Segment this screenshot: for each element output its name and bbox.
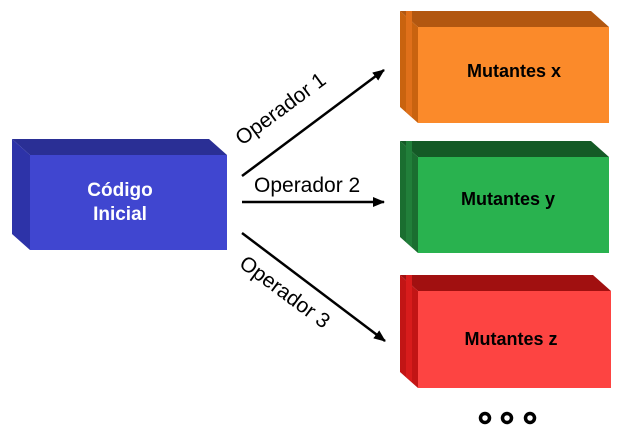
edge-arrow [241,68,385,178]
target-label-mutantes-z: Mutantes z [464,329,557,349]
source-label-line2: Inicial [93,204,147,225]
ellipsis-dot [500,411,514,425]
target-node-mutantes-z: Mutantes z [400,275,611,388]
target-node-face [418,291,611,388]
edge-label-operador-2: Operador 2 [254,174,360,197]
target-node-mutantes-y: Mutantes y [400,141,609,253]
target-node-mutantes-x: Mutantes x [400,11,609,123]
edge-operador-1: Operador 1 [231,68,385,178]
target-label-mutantes-x: Mutantes x [467,61,561,81]
source-node-face [30,155,227,250]
edge-arrow [241,232,386,342]
source-label-line1: Código [87,180,152,201]
edge-operador-2: Operador 2 [242,174,385,207]
target-node-face [418,157,609,253]
target-node-face [418,27,609,123]
ellipsis-dot [478,411,492,425]
ellipsis-dot [523,411,537,425]
target-label-mutantes-y: Mutantes y [461,189,555,209]
edge-label-operador-1: Operador 1 [231,68,330,150]
source-node: Código Inicial [12,139,227,250]
ellipsis-dots [478,411,537,425]
edge-operador-3: Operador 3 [235,232,386,342]
